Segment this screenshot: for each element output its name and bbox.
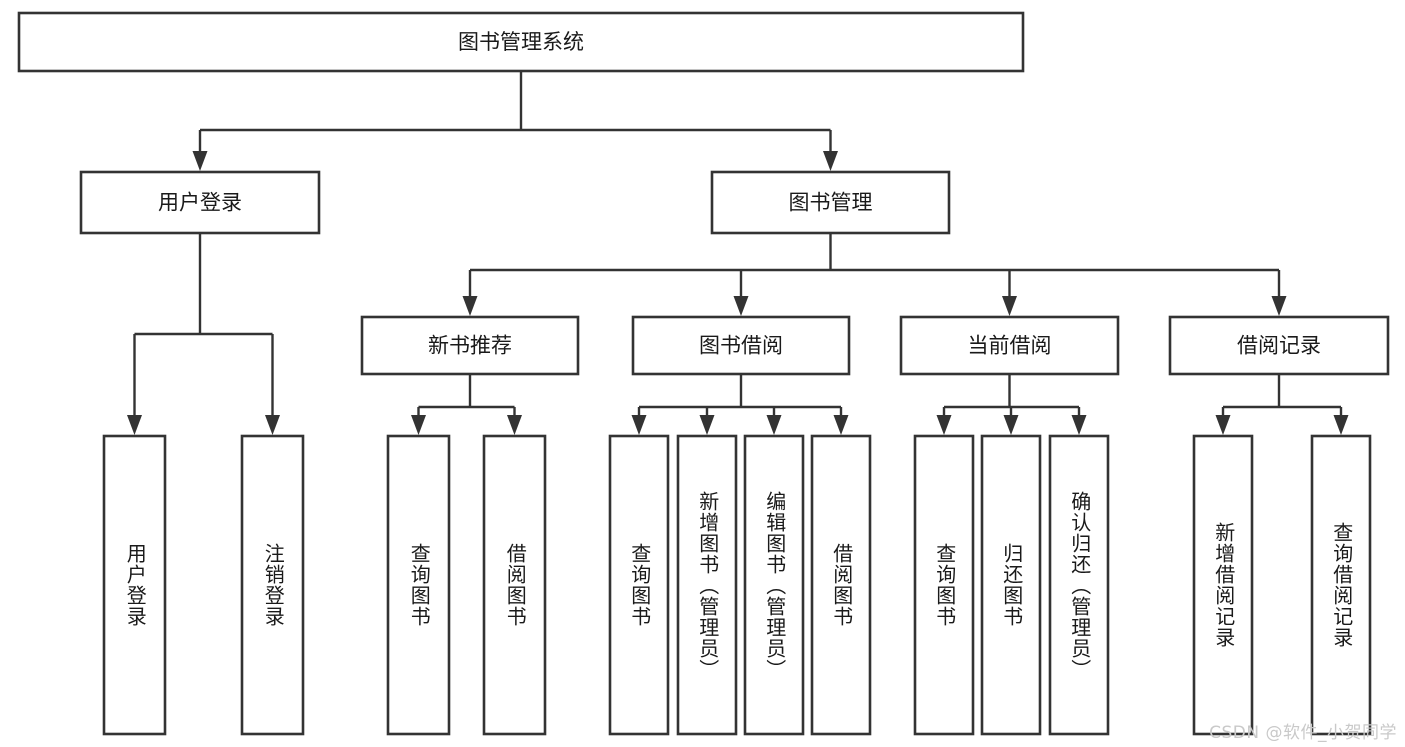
arrow-head-icon: [127, 415, 142, 435]
arrow-head-icon: [699, 415, 715, 435]
arrow-head-icon: [936, 415, 952, 435]
arrow-head-icon: [823, 151, 838, 171]
node-box: [608, 434, 670, 736]
node-box: [1192, 434, 1254, 736]
node-current-borrow[interactable]: 当前借阅: [899, 315, 1120, 376]
node-box: [676, 434, 738, 736]
arrow-head-icon: [1071, 415, 1087, 435]
node-borrow-record[interactable]: 借阅记录: [1168, 315, 1390, 376]
node-book-borrow[interactable]: 图书借阅: [631, 315, 851, 376]
arrow-head-icon: [265, 415, 280, 435]
arrow-head-icon: [733, 296, 749, 316]
arrow-head-icon: [507, 415, 522, 435]
node-box: [482, 434, 547, 736]
arrow-head-icon: [1271, 296, 1287, 316]
node-leaf-borrow-book-2[interactable]: [810, 434, 872, 736]
node-box: [743, 434, 805, 736]
arrow-head-icon: [766, 415, 782, 435]
node-box: [1048, 434, 1110, 736]
node-box: [980, 434, 1042, 736]
node-box: [631, 315, 851, 376]
node-leaf-user-logout[interactable]: [240, 434, 305, 736]
node-box: [17, 11, 1025, 73]
node-label: 借阅记录: [1237, 334, 1321, 358]
node-user-login[interactable]: 用户登录: [79, 170, 321, 235]
node-new-book-rec[interactable]: 新书推荐: [360, 315, 580, 376]
node-leaf-add-book[interactable]: [676, 434, 738, 736]
node-label: 当前借阅: [968, 334, 1052, 358]
node-leaf-confirm-return[interactable]: [1048, 434, 1110, 736]
arrow-head-icon: [1003, 415, 1019, 435]
node-box: [102, 434, 167, 736]
node-leaf-add-record[interactable]: [1192, 434, 1254, 736]
node-label: 图书管理系统: [458, 30, 584, 54]
arrow-head-icon: [192, 151, 208, 171]
node-label: 图书借阅: [699, 334, 783, 358]
node-box: [240, 434, 305, 736]
node-label: 图书管理: [789, 191, 873, 215]
node-box: [386, 434, 451, 736]
connectors-layer: [127, 71, 1349, 435]
node-book-manage[interactable]: 图书管理: [710, 170, 951, 235]
arrow-head-icon: [411, 415, 426, 435]
node-box: [1168, 315, 1390, 376]
node-leaf-edit-book[interactable]: [743, 434, 805, 736]
arrow-head-icon: [1215, 415, 1231, 435]
arrow-head-icon: [1002, 296, 1017, 316]
node-leaf-borrow-book-1[interactable]: [482, 434, 547, 736]
node-box: [1310, 434, 1372, 736]
node-box: [913, 434, 975, 736]
node-box: [360, 315, 580, 376]
node-root[interactable]: 图书管理系统: [17, 11, 1025, 73]
arrow-head-icon: [631, 415, 647, 435]
node-leaf-query-record[interactable]: [1310, 434, 1372, 736]
arrow-head-icon: [462, 296, 478, 316]
node-label: 新书推荐: [428, 334, 512, 358]
node-box: [710, 170, 951, 235]
node-box: [810, 434, 872, 736]
node-label: 用户登录: [158, 191, 242, 215]
node-box: [79, 170, 321, 235]
node-leaf-query-book-3[interactable]: [913, 434, 975, 736]
node-leaf-user-login[interactable]: [102, 434, 167, 736]
arrow-head-icon: [833, 415, 849, 435]
arrow-head-icon: [1333, 415, 1349, 435]
node-leaf-return-book[interactable]: [980, 434, 1042, 736]
node-box: [899, 315, 1120, 376]
node-leaf-query-book-1[interactable]: [386, 434, 451, 736]
node-leaf-query-book-2[interactable]: [608, 434, 670, 736]
watermark: CSDN @软件_小贺同学: [1209, 723, 1397, 743]
